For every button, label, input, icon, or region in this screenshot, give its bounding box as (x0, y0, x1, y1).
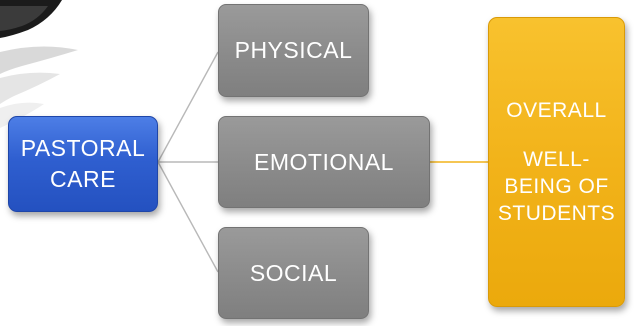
wellbeing-line-1: OVERALL (506, 99, 607, 122)
physical-box: PHYSICAL (218, 4, 369, 97)
emotional-label: EMOTIONAL (254, 148, 394, 175)
pastoral-care-box: PASTORAL CARE (8, 116, 158, 212)
pastoral-care-line-2: CARE (50, 166, 116, 192)
connector-to-physical (157, 51, 219, 163)
social-box: SOCIAL (218, 227, 369, 319)
emotional-box: EMOTIONAL (218, 116, 430, 208)
wellbeing-line-4: STUDENTS (497, 202, 616, 225)
physical-label: PHYSICAL (234, 37, 353, 63)
pastoral-care-line-1: PASTORAL (20, 135, 146, 161)
social-label: SOCIAL (249, 259, 338, 286)
wellbeing-line-2: WELL- (523, 148, 590, 171)
decorative-corner-graphic (0, 0, 78, 128)
overall-wellbeing-box: OVERALL WELL- BEING OF STUDENTS (488, 17, 625, 307)
connector-to-social (157, 161, 219, 273)
wellbeing-line-3: BEING OF (504, 175, 609, 198)
